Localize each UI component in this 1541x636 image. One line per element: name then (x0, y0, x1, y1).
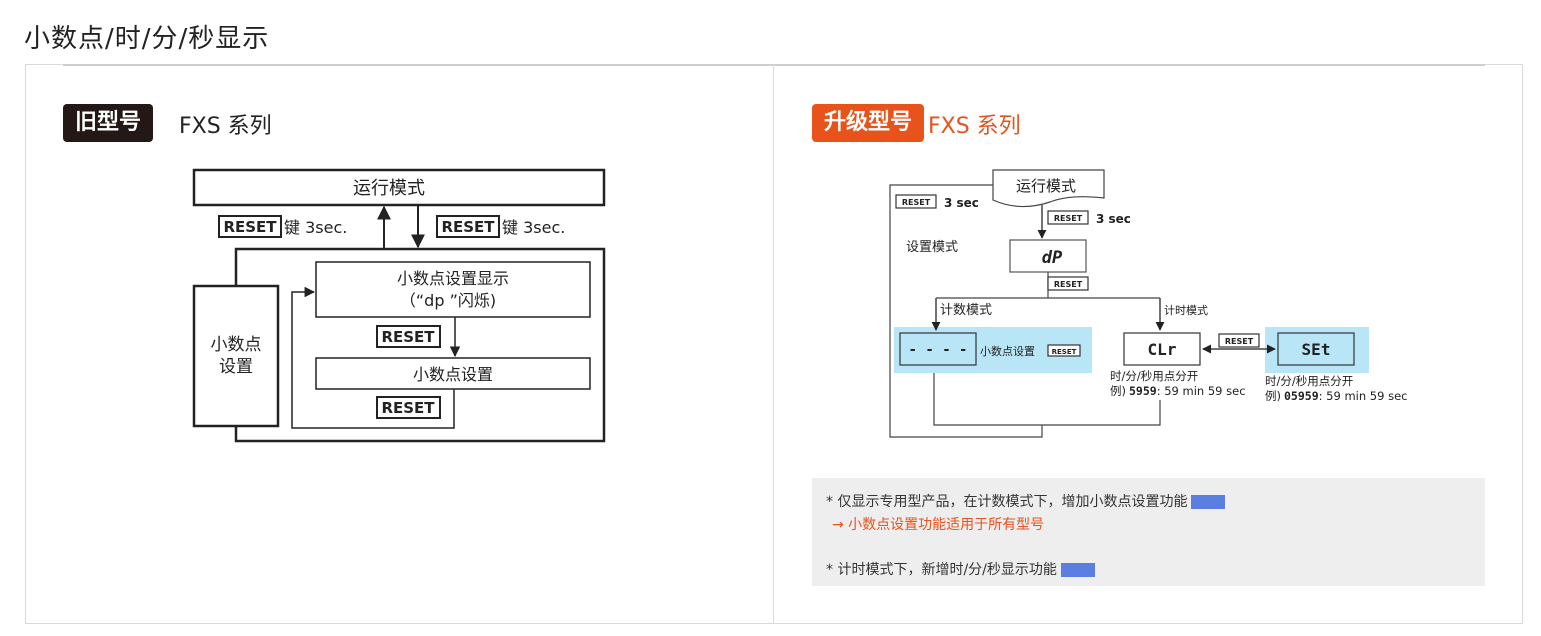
new-model-badge: 升级型号 (812, 104, 925, 142)
old-loop-arrow (291, 286, 455, 429)
new-reset-dp-text: RESET (1054, 280, 1083, 289)
old-decimal-set-text: 小数点设置 (413, 365, 493, 384)
new-feature-chip-2 (1060, 563, 1095, 577)
old-side-label-2: 设置 (219, 357, 253, 377)
old-reset-key-2 (376, 396, 441, 419)
old-reset-text-2: RESET (381, 399, 435, 417)
old-key-text-left: 键 3sec. (284, 218, 347, 237)
dp-display-text: dP (1042, 248, 1063, 268)
old-decimal-set-box (315, 357, 591, 390)
old-reset-text-1: RESET (381, 328, 435, 346)
new-feature-chip-1 (1191, 495, 1226, 509)
count-decimal-label: 小数点设置 (980, 345, 1035, 358)
timer-mode-label: 计时模式 (1164, 304, 1208, 317)
dp-display-box (1009, 239, 1087, 273)
new-inner-return-line (933, 373, 1161, 426)
reset-between-text: RESET (1225, 337, 1254, 346)
note-line-2: → 小数点设置功能适用于所有型号 (832, 517, 1045, 533)
clr-caption-2: 例)5959: 59 min 59 sec (1110, 384, 1246, 398)
old-decimal-display-text: 小数点设置显示 (397, 269, 509, 288)
old-reset-key-right (436, 215, 500, 238)
page-title: 小数点/时/分/秒显示 (24, 24, 270, 54)
note-line-1: * 仅显示专用型产品，在计数模式下，增加小数点设置功能 (826, 491, 1226, 511)
old-decimal-side-box (192, 284, 280, 428)
old-decimal-display-box (315, 261, 591, 318)
new-reset-key-top (895, 194, 937, 209)
clr-display-text: CLr (1148, 340, 1177, 359)
count-display-text: - - - - (908, 342, 967, 358)
notes-box (812, 478, 1485, 586)
new-run-mode-box (992, 169, 1105, 208)
panel-divider (773, 65, 774, 623)
old-model-badge: 旧型号 (63, 104, 154, 142)
new-series-label: FXS 系列 (928, 114, 1021, 139)
new-outer-return-line (889, 184, 1043, 438)
old-dp-blink-text: （“dp ”闪烁) (400, 291, 496, 310)
set-caption-2: 例)05959: 59 min 59 sec (1265, 389, 1407, 403)
old-reset-text-left: RESET (223, 218, 277, 236)
new-reset-top-time: 3 sec (944, 196, 979, 210)
set-display-box (1277, 332, 1355, 366)
old-series-label: FXS 系列 (179, 114, 272, 139)
new-reset-key-mid (1047, 210, 1089, 225)
old-run-mode-text: 运行模式 (353, 178, 425, 199)
new-reset-key-dp (1047, 276, 1089, 291)
old-reset-text-right: RESET (441, 218, 495, 236)
old-key-text-right: 键 3sec. (502, 218, 565, 237)
old-side-label-1: 小数点 (211, 335, 262, 355)
setting-mode-label: 设置模式 (906, 240, 958, 255)
set-caption-1: 时/分/秒用点分开 (1265, 374, 1353, 388)
count-mode-label: 计数模式 (940, 303, 992, 318)
old-reset-key-left (218, 215, 282, 238)
clr-caption-1: 时/分/秒用点分开 (1110, 369, 1198, 383)
count-reset-text: RESET (1052, 348, 1077, 356)
note-line-3-text: * 计时模式下，新增时/分/秒显示功能 (826, 562, 1057, 578)
new-reset-top-text: RESET (902, 198, 931, 207)
new-run-mode-text: 运行模式 (1016, 177, 1076, 195)
set-display-text: SEt (1302, 340, 1331, 359)
new-reset-key-between (1218, 333, 1260, 348)
new-reset-mid-time: 3 sec (1096, 212, 1131, 226)
count-display-box (899, 332, 977, 366)
note-line-3: * 计时模式下，新增时/分/秒显示功能 (826, 559, 1095, 579)
panel-top-rule (63, 64, 1485, 66)
new-reset-key-count (1047, 344, 1081, 357)
old-reset-key-1 (376, 325, 441, 348)
clr-display-box (1123, 332, 1201, 366)
note-line-1-text: * 仅显示专用型产品，在计数模式下，增加小数点设置功能 (826, 494, 1188, 510)
new-reset-mid-text: RESET (1054, 214, 1083, 223)
old-run-mode-box (192, 168, 606, 207)
